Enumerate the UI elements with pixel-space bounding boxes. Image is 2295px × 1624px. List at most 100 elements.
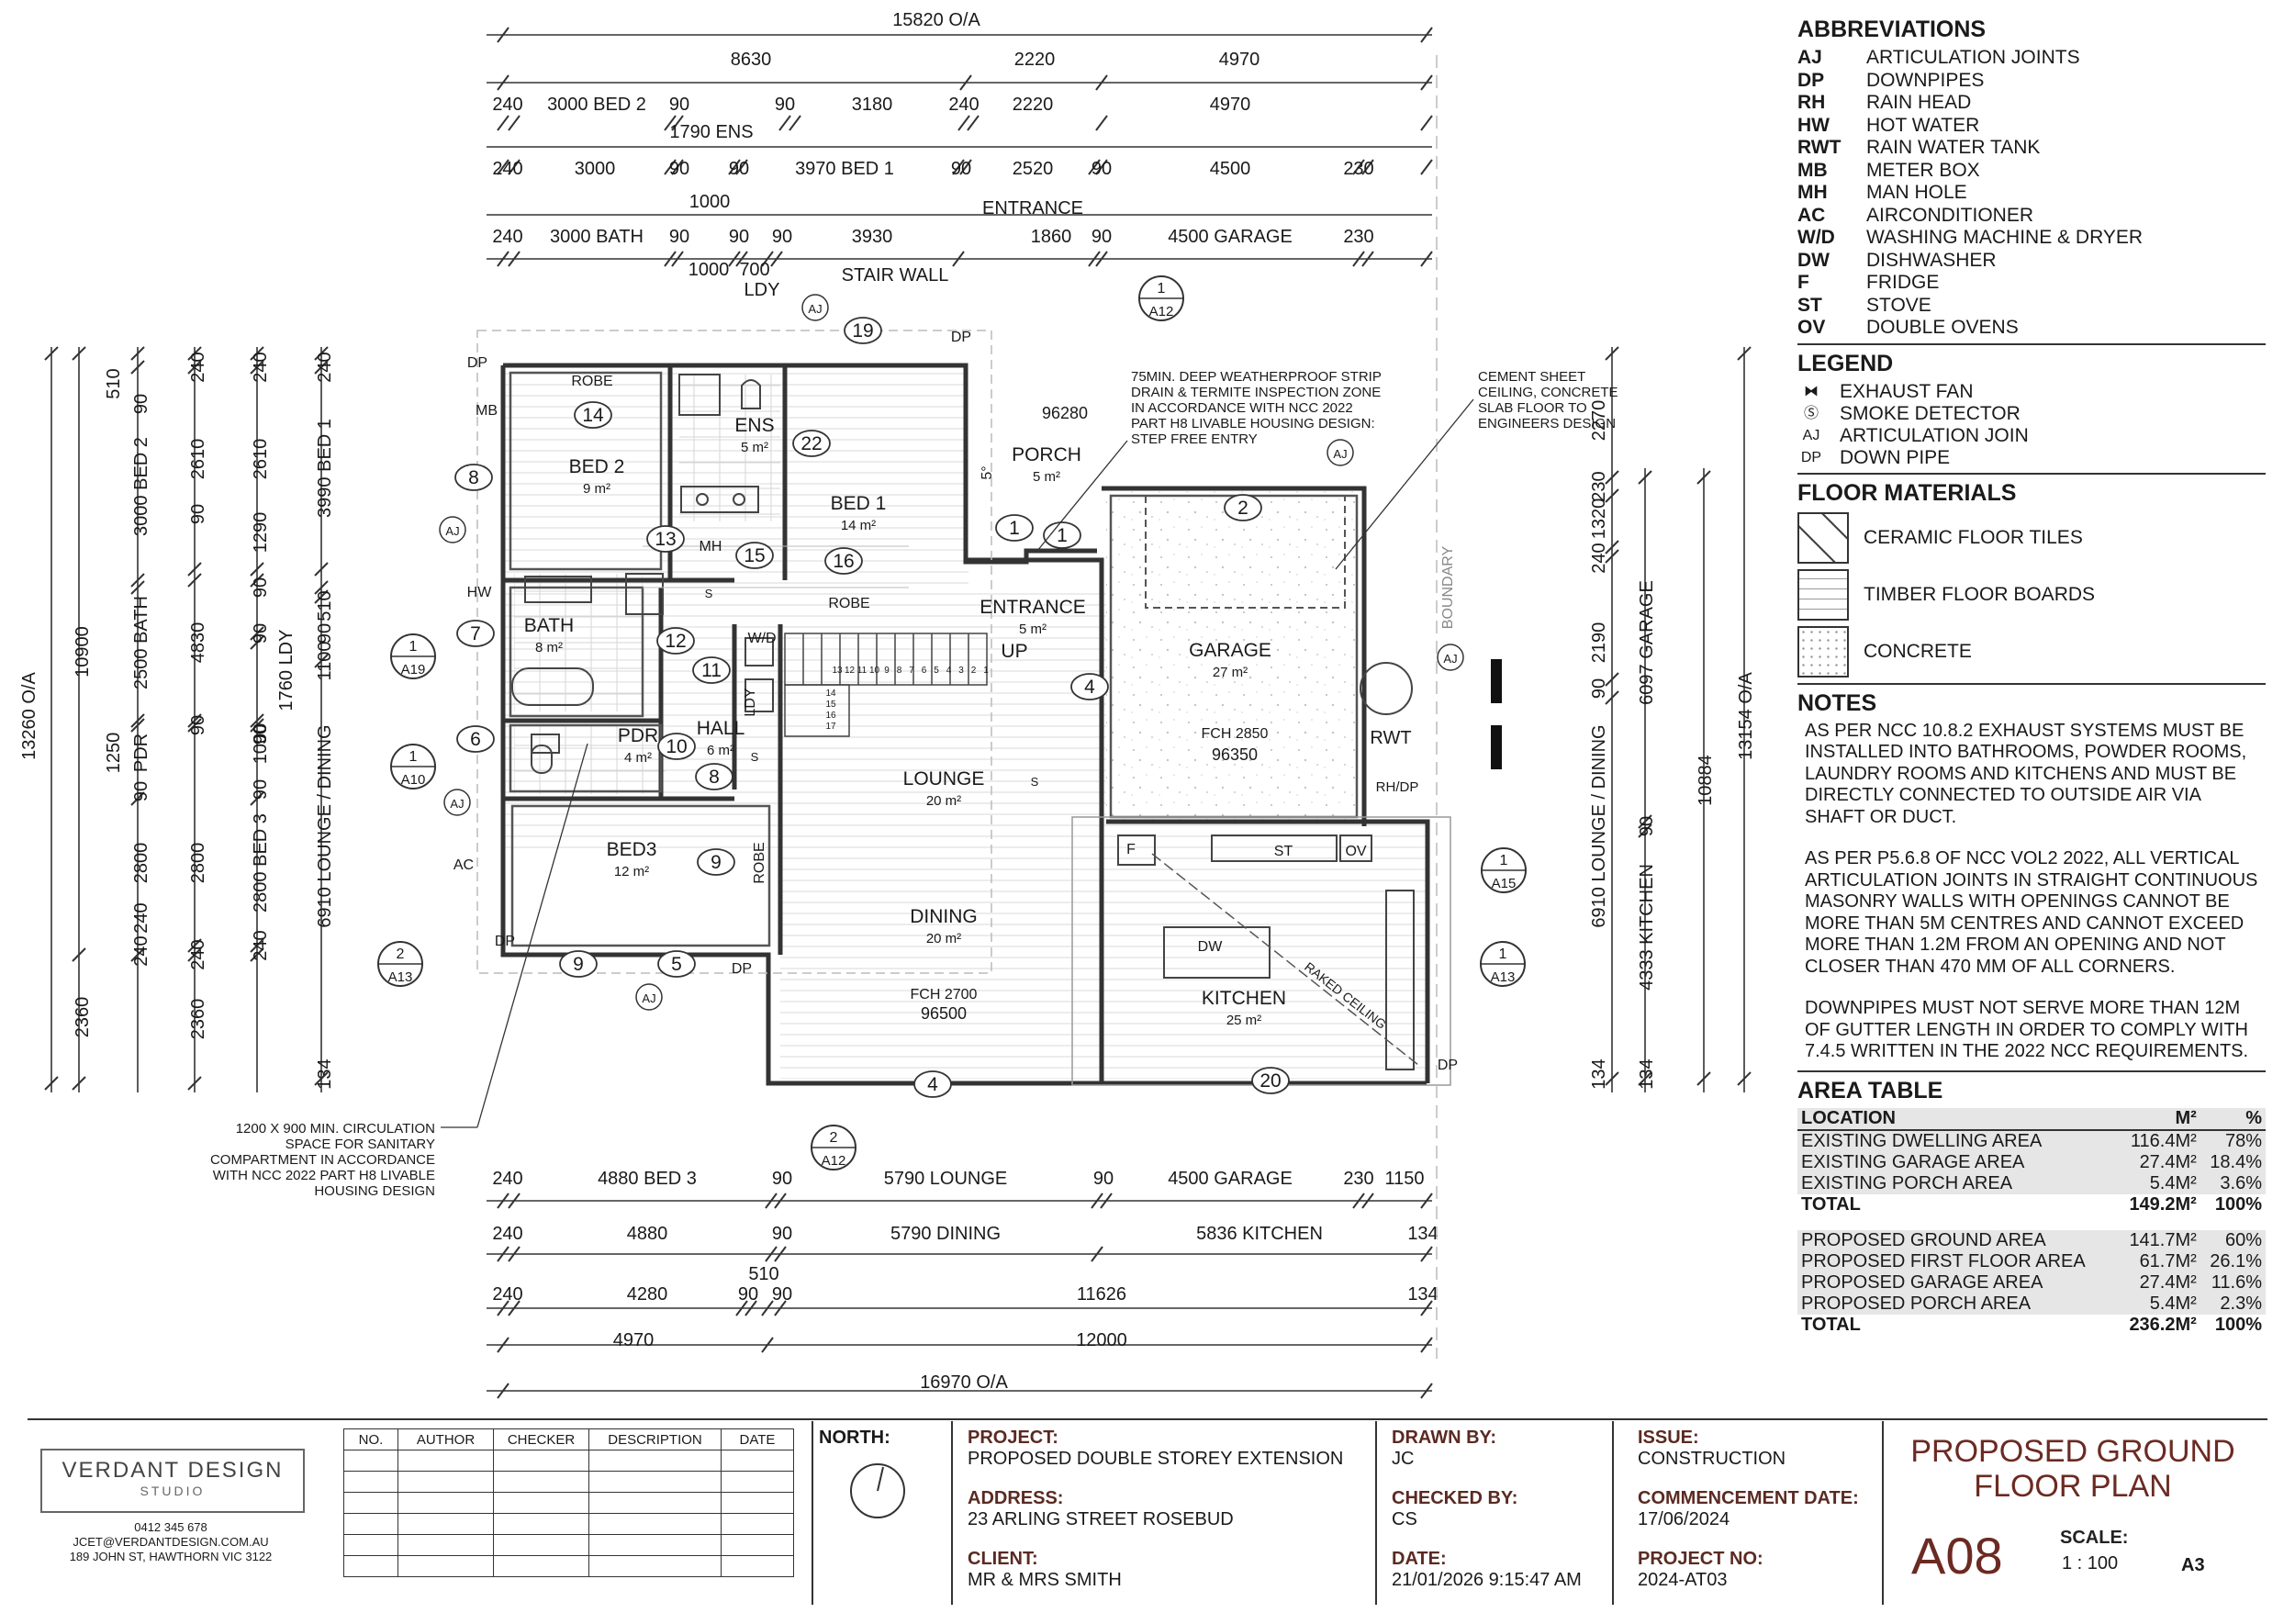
dim-left-c4: 240 [188, 939, 208, 969]
abbreviation-value: WASHING MACHINE & DRYER [1866, 227, 2144, 248]
dim-tick [761, 1337, 774, 1353]
note-ceiling-line: ENGINEERS DESIGN [1478, 416, 1616, 431]
revision-header: CHECKER [493, 1428, 589, 1450]
meter-box-label: MB [476, 403, 498, 419]
section-reference: A13 [388, 969, 413, 985]
project-label: PROJECT: [968, 1428, 1058, 1448]
dim-top-r3: 3970 BED 1 [795, 159, 894, 179]
dim-tick [508, 1300, 521, 1316]
dim-tick [187, 947, 202, 962]
dim-tick [1095, 74, 1108, 91]
notes-list: AS PER NCC 10.8.2 EXHAUST SYSTEMS MUST B… [1797, 721, 2266, 1063]
dim-right-c2: 6097 GARAGE [1637, 580, 1657, 705]
dim-tick [1737, 1071, 1752, 1086]
checked-label: CHECKED BY: [1392, 1488, 1518, 1508]
dim-tick [1420, 74, 1433, 91]
note-ceiling-line: CEMENT SHEET [1478, 369, 1585, 385]
articulation-joint-label: AJ [808, 302, 822, 316]
dim-tick [250, 713, 264, 728]
leader-line [476, 743, 588, 1128]
area-cell: 27.4M² [2118, 1271, 2200, 1294]
dim-bot-r1: 230 [1343, 1169, 1373, 1189]
tag-outline [995, 514, 1034, 542]
downpipe-label: DP [1438, 1058, 1458, 1073]
revision-cell [493, 1513, 589, 1535]
project-no-label: PROJECT NO: [1638, 1549, 1763, 1569]
note-paragraph: DOWNPIPES MUST NOT SERVE MORE THAN 12M O… [1805, 998, 2249, 1061]
rain-water-tank-label: RWT [1370, 728, 1411, 748]
stair-step-number: 6 [922, 666, 927, 676]
commencement-value: 17/06/2024 [1638, 1509, 1730, 1529]
note-ceiling-line: SLAB FLOOR TO [1478, 400, 1587, 416]
legend-label: EXHAUST FAN [1840, 380, 1974, 402]
dim-bot-r3: 240 [492, 1284, 522, 1305]
tag-outline [692, 656, 731, 684]
side-panel: ABBREVIATIONS AJ ARTICULATION JOINTS DP DOW… [1797, 17, 2266, 1336]
dim-tick [959, 159, 972, 175]
issue-value: CONSTRUCTION [1638, 1449, 1786, 1469]
dim-top-r2: 3180 [852, 95, 893, 115]
dim-tick [508, 251, 521, 267]
project-no-value: 2024-AT03 [1638, 1570, 1728, 1590]
abbreviation-value: ARTICULATION JOINTS [1866, 47, 2080, 68]
dim-left-c5: 240 [251, 930, 271, 960]
revision-cell [343, 1513, 398, 1535]
dim-left-c3: 2800 [131, 843, 151, 884]
legend-symbol-icon: DP [1800, 449, 1822, 465]
room-name: HALL [697, 718, 745, 739]
dim-tick [1696, 1071, 1711, 1086]
dim-tick [314, 580, 329, 595]
dim-left-c5: 90 [251, 779, 271, 800]
floor-materials-title: FLOOR MATERIALS [1797, 479, 2017, 506]
dim-left-c3b: PDR [131, 734, 151, 772]
stair-step-number: 15 [825, 700, 836, 710]
dim-tick [130, 573, 145, 588]
area-cell: TOTAL [1801, 1193, 1861, 1215]
note-ceiling-line: CEILING, CONCRETE [1478, 385, 1618, 400]
door-tag: 15 [744, 545, 765, 566]
address-label: ADDRESS: [968, 1488, 1064, 1508]
abbreviation-key: AJ [1797, 47, 1822, 68]
dim-right-c1: 230 [1589, 471, 1609, 501]
rl-garage: 96350 [1212, 745, 1258, 764]
articulation-joint-marker [439, 516, 466, 543]
section-reference: A19 [401, 662, 426, 678]
dim-tick [1361, 251, 1374, 267]
abbreviation-value: DOUBLE OVENS [1866, 317, 2019, 338]
dim-top-r3: 90 [669, 159, 689, 179]
stove-label: ST [1274, 844, 1293, 859]
area-cell: 149.2M² [2129, 1193, 2197, 1215]
articulation-joint-label: AJ [1333, 447, 1347, 461]
revision-cell [493, 1492, 589, 1514]
door-tag: 16 [833, 551, 854, 572]
dim-bot-r2: 90 [772, 1224, 792, 1244]
checked-value: CS [1392, 1509, 1417, 1529]
revision-cell [588, 1513, 722, 1535]
dim-tick [761, 251, 774, 267]
area-cell: 5.4M² [2118, 1172, 2200, 1194]
area-table-title: AREA TABLE [1797, 1077, 1943, 1103]
legend-symbol-icon: Ⓢ [1803, 405, 1819, 421]
room-area: 12 m² [614, 864, 649, 879]
dim-tick [1605, 549, 1619, 564]
smoke-detector-icon: S [1031, 775, 1039, 789]
floor-fills [505, 372, 1427, 1079]
dim-tick [497, 1383, 509, 1399]
hot-water-label: HW [467, 585, 493, 600]
legend-symbol-icon: ⧓ [1804, 383, 1819, 399]
issue-label: ISSUE: [1638, 1428, 1699, 1448]
abbreviations-title: ABBREVIATIONS [1797, 17, 1987, 42]
dim-right-c2: 134 [1637, 1058, 1657, 1089]
dimension-ticks [44, 27, 1752, 1399]
tag-outline [657, 733, 696, 760]
section-number: 1 [1500, 853, 1508, 868]
abbreviation-key: MH [1797, 182, 1828, 203]
dim-left-c6: 1100 [315, 641, 335, 680]
dim-tick [1352, 1193, 1365, 1209]
dim-tick [728, 251, 741, 267]
